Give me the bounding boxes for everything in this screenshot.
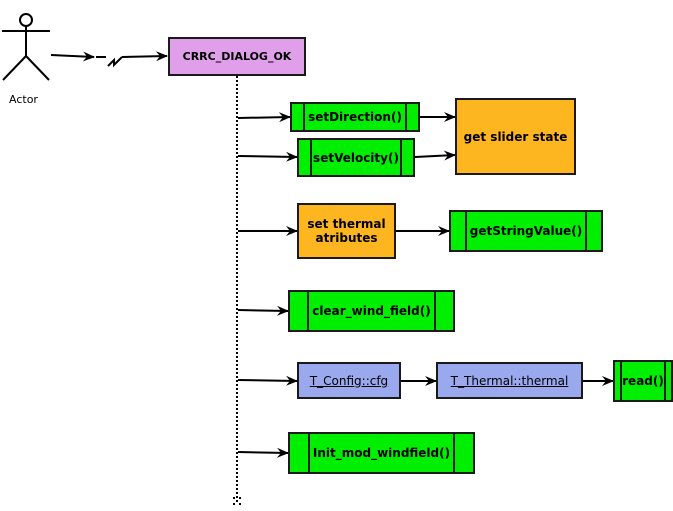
call-getStringValue[interactable]: getStringValue() xyxy=(449,210,603,252)
trigger-box[interactable]: CRRC_DIALOG_OK xyxy=(168,37,306,76)
call-setVelocity[interactable]: setVelocity() xyxy=(297,138,415,177)
call-setDirection[interactable]: setDirection() xyxy=(290,102,420,132)
bar-right xyxy=(664,362,666,400)
bar-left xyxy=(620,362,622,400)
bar-right xyxy=(434,292,436,330)
bar-left xyxy=(308,434,310,472)
call-initModWindfield[interactable]: Init_mod_windfield() xyxy=(288,432,475,474)
object-label: T_Thermal::thermal xyxy=(450,373,569,388)
object-tThermal[interactable]: T_Thermal::thermal xyxy=(436,362,583,399)
bar-left xyxy=(465,212,467,250)
call-clearWindField[interactable]: clear_wind_field() xyxy=(288,290,455,332)
actor-icon xyxy=(2,13,50,81)
bar-left xyxy=(310,140,312,175)
action-label: get slider state xyxy=(463,129,568,144)
arrow-tConfig xyxy=(237,375,298,386)
arrow-setDirection xyxy=(237,112,291,123)
bar-left xyxy=(307,292,309,330)
lifeline-end xyxy=(233,497,241,505)
actor-arrow xyxy=(50,51,95,62)
call-label: getStringValue() xyxy=(469,224,583,238)
arrow-vel-to-slider xyxy=(414,150,456,161)
trigger-arrow xyxy=(121,51,168,62)
arrow-initModWindfield xyxy=(237,447,289,458)
bar-right xyxy=(585,212,587,250)
bar-right xyxy=(453,434,455,472)
object-tConfig[interactable]: T_Config::cfg xyxy=(297,362,401,399)
action-getSliderState[interactable]: get slider state xyxy=(455,98,576,175)
actor-label: Actor xyxy=(9,93,38,106)
bar-right xyxy=(405,104,407,130)
bar-right xyxy=(400,140,402,175)
call-label: clear_wind_field() xyxy=(312,304,431,318)
call-label: Init_mod_windfield() xyxy=(312,446,451,460)
arrow-clearWindField xyxy=(237,305,289,316)
object-label: T_Config::cfg xyxy=(309,373,389,388)
action-setThermal[interactable]: set thermal atributes xyxy=(297,203,396,259)
call-label: setVelocity() xyxy=(313,150,399,165)
call-label: setDirection() xyxy=(308,110,402,124)
call-label: read() xyxy=(622,374,664,388)
arrow-setVelocity xyxy=(237,151,298,162)
signal-glyph xyxy=(107,56,123,68)
bar-left xyxy=(303,104,305,130)
action-label: set thermal atributes xyxy=(307,217,386,245)
call-read[interactable]: read() xyxy=(613,360,673,402)
trigger-label: CRRC_DIALOG_OK xyxy=(182,49,292,63)
